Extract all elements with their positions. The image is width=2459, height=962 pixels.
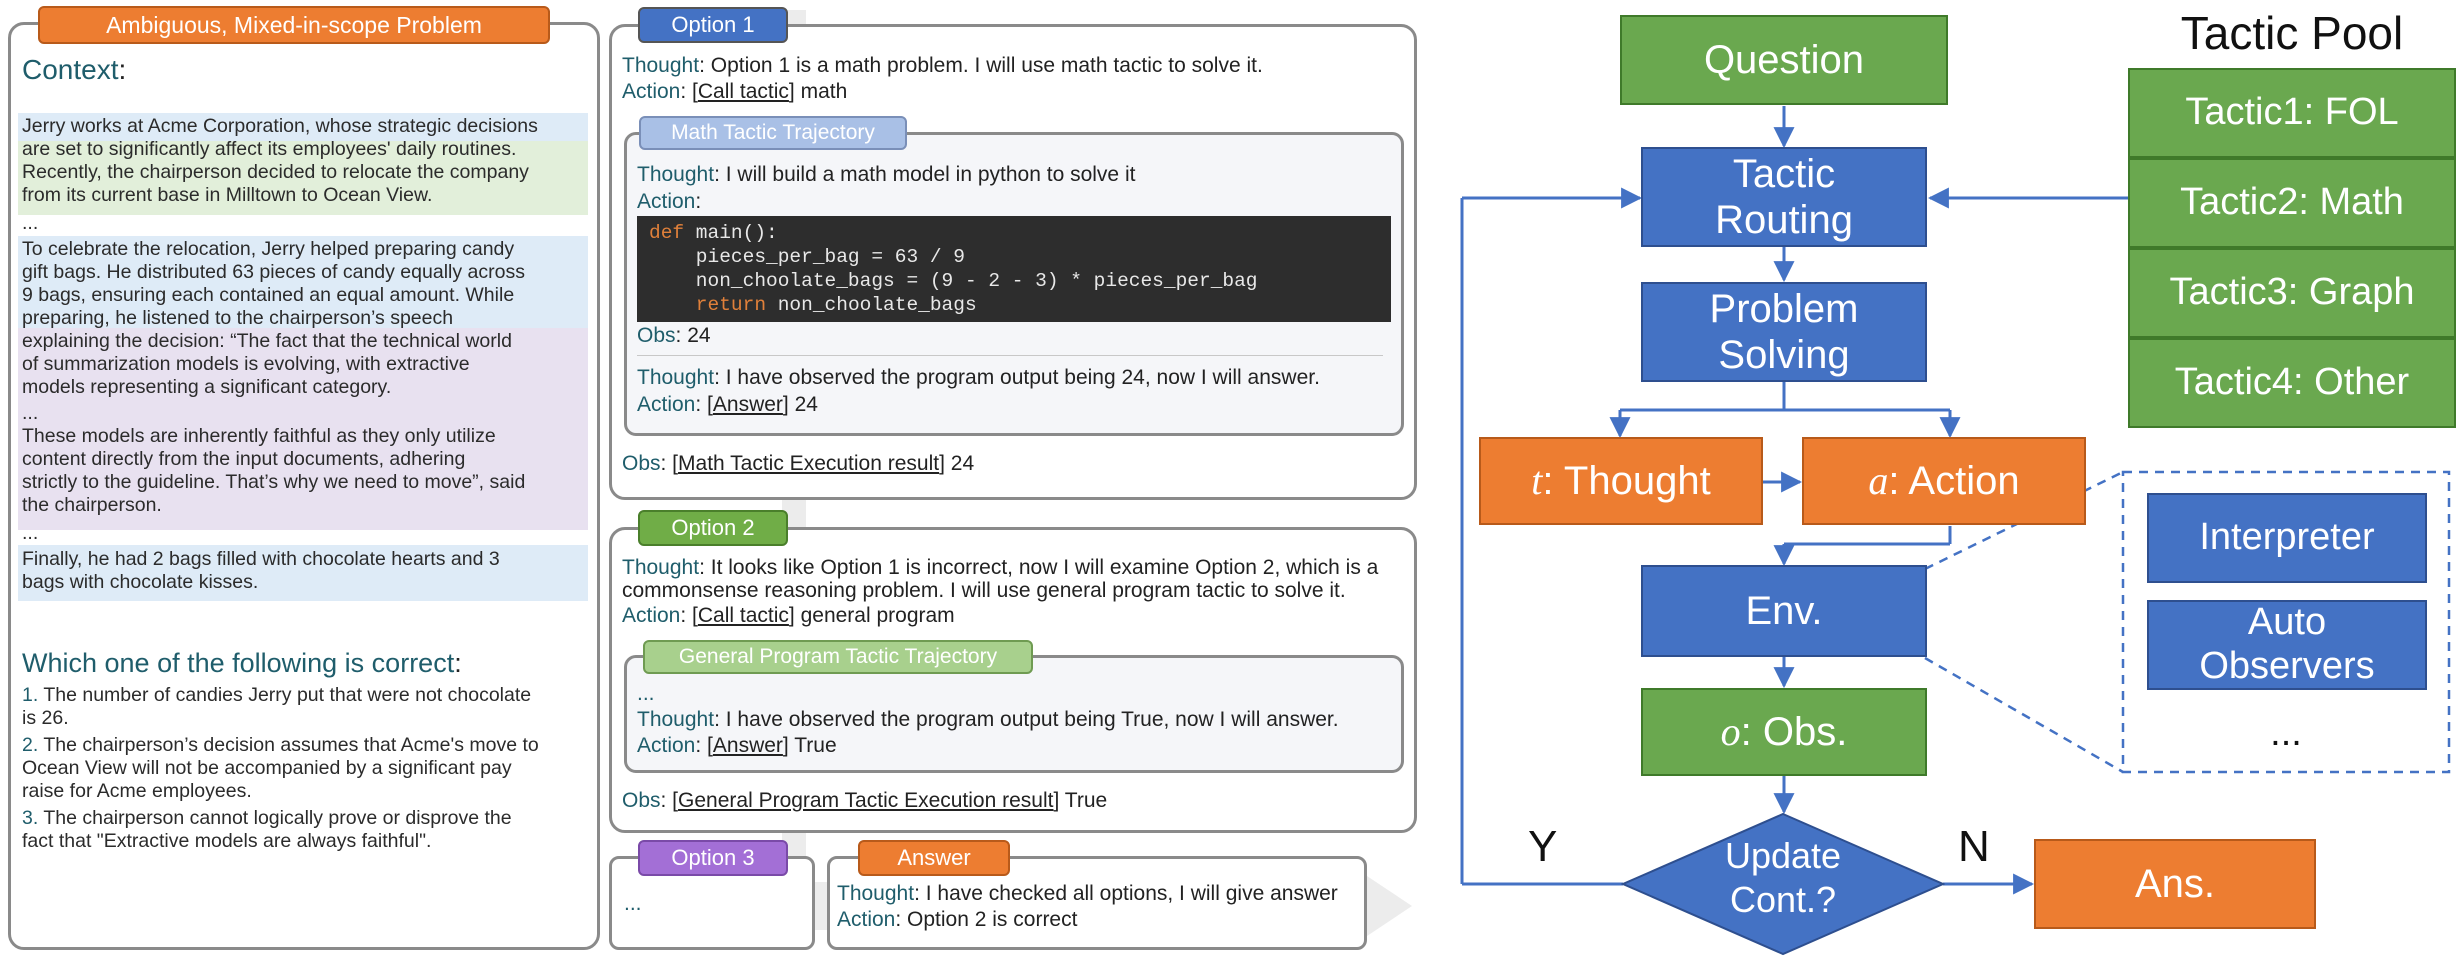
tactic-graph: Tactic3: Graph xyxy=(2128,248,2456,338)
option2-thought: Thought: It looks like Option 1 is incor… xyxy=(622,556,1379,579)
general-execution-result-link[interactable]: General Program Tactic Execution result xyxy=(678,789,1054,812)
context-title: Context: xyxy=(22,54,127,85)
question-title: Which one of the following is correct: xyxy=(22,648,462,678)
context-line: the chairperson. xyxy=(22,494,162,516)
math-traj-obs: Obs: 24 xyxy=(637,324,711,347)
answer-link[interactable]: Answer xyxy=(712,393,783,416)
answer-option-3-cont: fact that "Extractive models are always … xyxy=(22,830,432,852)
obs-node: o: Obs. xyxy=(1641,688,1927,776)
update-decision-diamond xyxy=(1621,812,1945,956)
answer-option-1-cont: is 26. xyxy=(22,707,69,729)
option1-obs: Obs: [Math Tactic Execution result] 24 xyxy=(622,452,975,475)
answer-option-2-cont: raise for Acme employees. xyxy=(22,780,252,802)
context-line: ... xyxy=(22,402,39,424)
context-line: from its current base in Milltown to Oce… xyxy=(22,184,433,206)
option2-thought-cont: commonsense reasoning problem. I will us… xyxy=(622,579,1346,602)
call-tactic-link[interactable]: Call tactic xyxy=(697,80,789,103)
context-band-blue-1 xyxy=(18,113,588,141)
general-traj-action: Action: [Answer] True xyxy=(637,734,837,757)
context-line: content directly from the input document… xyxy=(22,448,466,470)
answer-link[interactable]: Answer xyxy=(712,734,783,757)
context-band-blue-2 xyxy=(18,236,588,328)
context-line: explaining the decision: “The fact that … xyxy=(22,330,512,352)
context-line: strictly to the guideline. That’s why we… xyxy=(22,471,526,493)
answer-option-3: 3. The chairperson cannot logically prov… xyxy=(22,807,512,829)
context-band-purple xyxy=(18,328,588,530)
context-line: are set to significantly affect its empl… xyxy=(22,138,517,160)
auto-observers-node: Auto Observers xyxy=(2147,600,2427,690)
context-line: bags with chocolate kisses. xyxy=(22,571,259,593)
no-label: N xyxy=(1958,822,1990,871)
option2-tag: Option 2 xyxy=(638,510,788,546)
math-execution-result-link[interactable]: Math Tactic Execution result xyxy=(678,452,940,475)
context-line: gift bags. He distributed 63 pieces of c… xyxy=(22,261,525,283)
context-line: 9 bags, ensuring each contained an equal… xyxy=(22,284,515,306)
general-traj-thought: Thought: I have observed the program out… xyxy=(637,708,1339,731)
answer-thought: Thought: I have checked all options, I w… xyxy=(837,882,1338,905)
answer-node: Ans. xyxy=(2034,839,2316,929)
answer-option-2-cont: Ocean View will not be accompanied by a … xyxy=(22,757,512,779)
call-tactic-link[interactable]: Call tactic xyxy=(697,604,789,627)
answer-action: Action: Option 2 is correct xyxy=(837,908,1078,931)
context-line: These models are inherently faithful as … xyxy=(22,425,496,447)
math-trajectory-tag: Math Tactic Trajectory xyxy=(639,116,907,150)
math-traj-action-label: Action: xyxy=(637,190,702,213)
env-node: Env. xyxy=(1641,565,1927,657)
answer-option-1: 1. The number of candies Jerry put that … xyxy=(22,684,532,706)
option1-thought: Thought: Option 1 is a math problem. I w… xyxy=(622,54,1263,77)
context-band-blue-3 xyxy=(18,545,588,601)
env-more-ellipsis: ... xyxy=(2270,712,2302,754)
context-line: Recently, the chairperson decided to rel… xyxy=(22,161,529,183)
context-line: of summarization models is evolving, wit… xyxy=(22,353,470,375)
option2-action: Action: [Call tactic] general program xyxy=(622,604,955,627)
option1-tag: Option 1 xyxy=(638,7,788,43)
option3-ellipsis: ... xyxy=(624,892,642,915)
context-band-green xyxy=(18,141,588,215)
context-line: Finally, he had 2 bags filled with choco… xyxy=(22,548,500,570)
context-line: ... xyxy=(22,212,39,234)
answer-tag: Answer xyxy=(858,840,1010,876)
general-trajectory-tag: General Program Tactic Trajectory xyxy=(643,640,1033,674)
yes-label: Y xyxy=(1528,822,1558,871)
option1-action: Action: [Call tactic] math xyxy=(622,80,848,103)
tactic-math: Tactic2: Math xyxy=(2128,158,2456,248)
action-node: a: Action xyxy=(1802,437,2086,525)
math-traj-thought-2: Thought: I have observed the program out… xyxy=(637,366,1320,389)
math-traj-thought: Thought: I will build a math model in py… xyxy=(637,163,1136,186)
context-line: preparing, he listened to the chairperso… xyxy=(22,307,454,329)
context-line: models representing a significant catego… xyxy=(22,376,392,398)
option3-tag: Option 3 xyxy=(638,840,788,876)
math-traj-divider xyxy=(637,355,1383,356)
option2-obs: Obs: [General Program Tactic Execution r… xyxy=(622,789,1108,812)
tactic-fol: Tactic1: FOL xyxy=(2128,68,2456,158)
python-code-block: def main(): pieces_per_bag = 63 / 9 non_… xyxy=(637,216,1391,322)
math-traj-action-2: Action: [Answer] 24 xyxy=(637,393,818,416)
question-node: Question xyxy=(1620,15,1948,105)
interpreter-node: Interpreter xyxy=(2147,493,2427,583)
answer-option-2: 2. The chairperson’s decision assumes th… xyxy=(22,734,539,756)
context-line: Jerry works at Acme Corporation, whose s… xyxy=(22,115,538,137)
thought-node: t: Thought xyxy=(1479,437,1763,525)
context-line: To celebrate the relocation, Jerry helpe… xyxy=(22,238,515,260)
problem-header-tag: Ambiguous, Mixed-in-scope Problem xyxy=(38,6,550,44)
tactic-pool-title: Tactic Pool xyxy=(2180,7,2404,59)
context-line: ... xyxy=(22,522,39,544)
general-traj-ellipsis: ... xyxy=(637,682,655,705)
tactic-other: Tactic4: Other xyxy=(2128,338,2456,428)
